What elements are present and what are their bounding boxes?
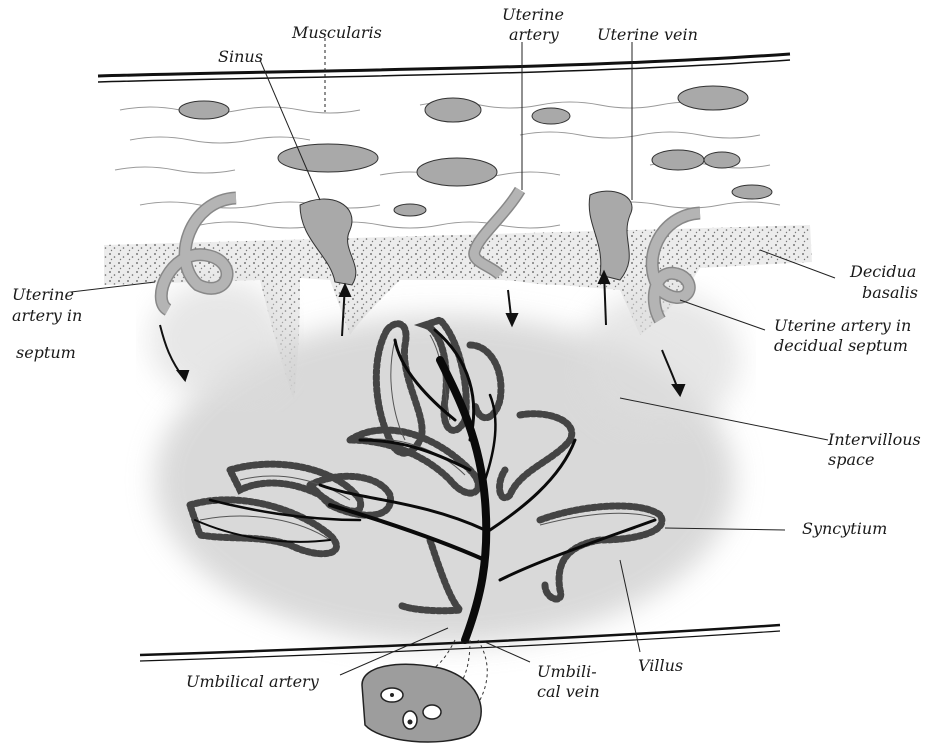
label-uterine-artery-line2: artery <box>509 25 560 44</box>
label-uterine-artery-septum-line1: Uterine <box>12 285 74 304</box>
label-umbilical-artery: Umbilical artery <box>186 672 320 691</box>
label-uterine-vein: Uterine vein <box>597 25 698 44</box>
label-uterine-artery-decidual-septum-line1: Uterine artery in <box>774 316 911 335</box>
label-villus: Villus <box>638 656 683 675</box>
label-decidua-basalis-line2: basalis <box>862 283 918 302</box>
label-sinus: Sinus <box>218 47 263 66</box>
label-syncytium: Syncytium <box>802 519 887 538</box>
label-intervillous-line2: space <box>828 450 874 469</box>
label-uterine-artery-septum-line2: artery in <box>12 306 82 325</box>
label-umbilical-vein-line2: cal vein <box>537 682 600 701</box>
label-intervillous-line1: Intervillous <box>827 430 921 449</box>
label-uterine-artery-decidual-septum-line2: decidual septum <box>774 336 908 355</box>
label-uterine-artery-septum-line3: septum <box>16 343 76 362</box>
label-umbilical-vein-line1: Umbili- <box>537 662 597 681</box>
label-muscularis: Muscularis <box>291 23 382 42</box>
label-decidua-basalis-line1: Decidua <box>849 262 916 281</box>
label-uterine-artery-line1: Uterine <box>502 5 564 24</box>
umbilical-cord <box>362 640 487 742</box>
muscularis-layer <box>98 54 790 228</box>
